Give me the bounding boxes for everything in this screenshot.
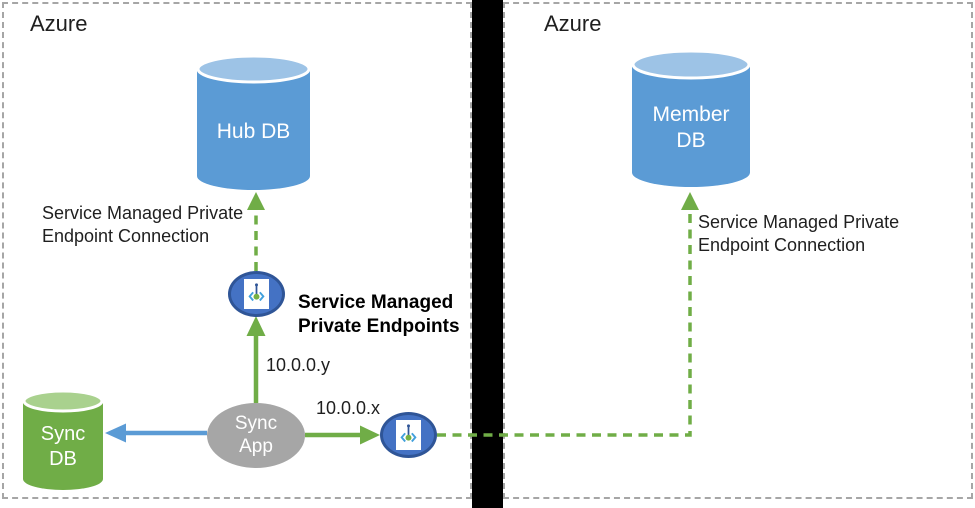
private-endpoints-title: Service Managed Private Endpoints [298,292,460,338]
database-cylinder-shape [197,55,310,190]
endpoint-to-member-db-dashed-connector [437,210,692,437]
region-divider [472,0,503,508]
member-db-node: Member DB [632,50,750,187]
sync-app-label: Sync App [234,412,278,457]
sync-app-node: Sync App [207,403,305,468]
database-cylinder-shape [23,390,103,490]
private-endpoint-ellipse [380,412,437,458]
sync-app-ellipse: Sync App [207,403,305,468]
arrowhead-up-icon [246,316,266,336]
private-endpoint-node-hub [228,271,285,317]
private-endpoint-ellipse [228,271,285,317]
member-db-label: Member DB [652,102,730,153]
region-title-left: Azure [30,11,88,36]
sync-db-label: Sync DB [40,423,86,470]
ip-label-x: 10.0.0.x [316,398,381,418]
hub-connection-label: Service Managed Private Endpoint Connect… [42,203,244,247]
private-endpoint-icon [244,279,269,309]
region-title-right: Azure [544,11,602,36]
arrowhead-up-icon [247,192,265,210]
hub-db-node: Hub DB [197,55,310,190]
arrowhead-left-icon [105,423,126,443]
private-endpoint-node-member [380,412,437,458]
hub-db-label: Hub DB [216,119,291,143]
database-cylinder-shape [632,50,750,187]
sync-db-node: Sync DB [23,390,103,490]
private-endpoint-icon [396,420,421,450]
ip-label-y: 10.0.0.y [266,355,331,375]
arrowhead-right-icon [360,425,380,445]
arrowhead-up-icon [681,192,699,210]
member-connection-label: Service Managed Private Endpoint Connect… [698,212,900,256]
